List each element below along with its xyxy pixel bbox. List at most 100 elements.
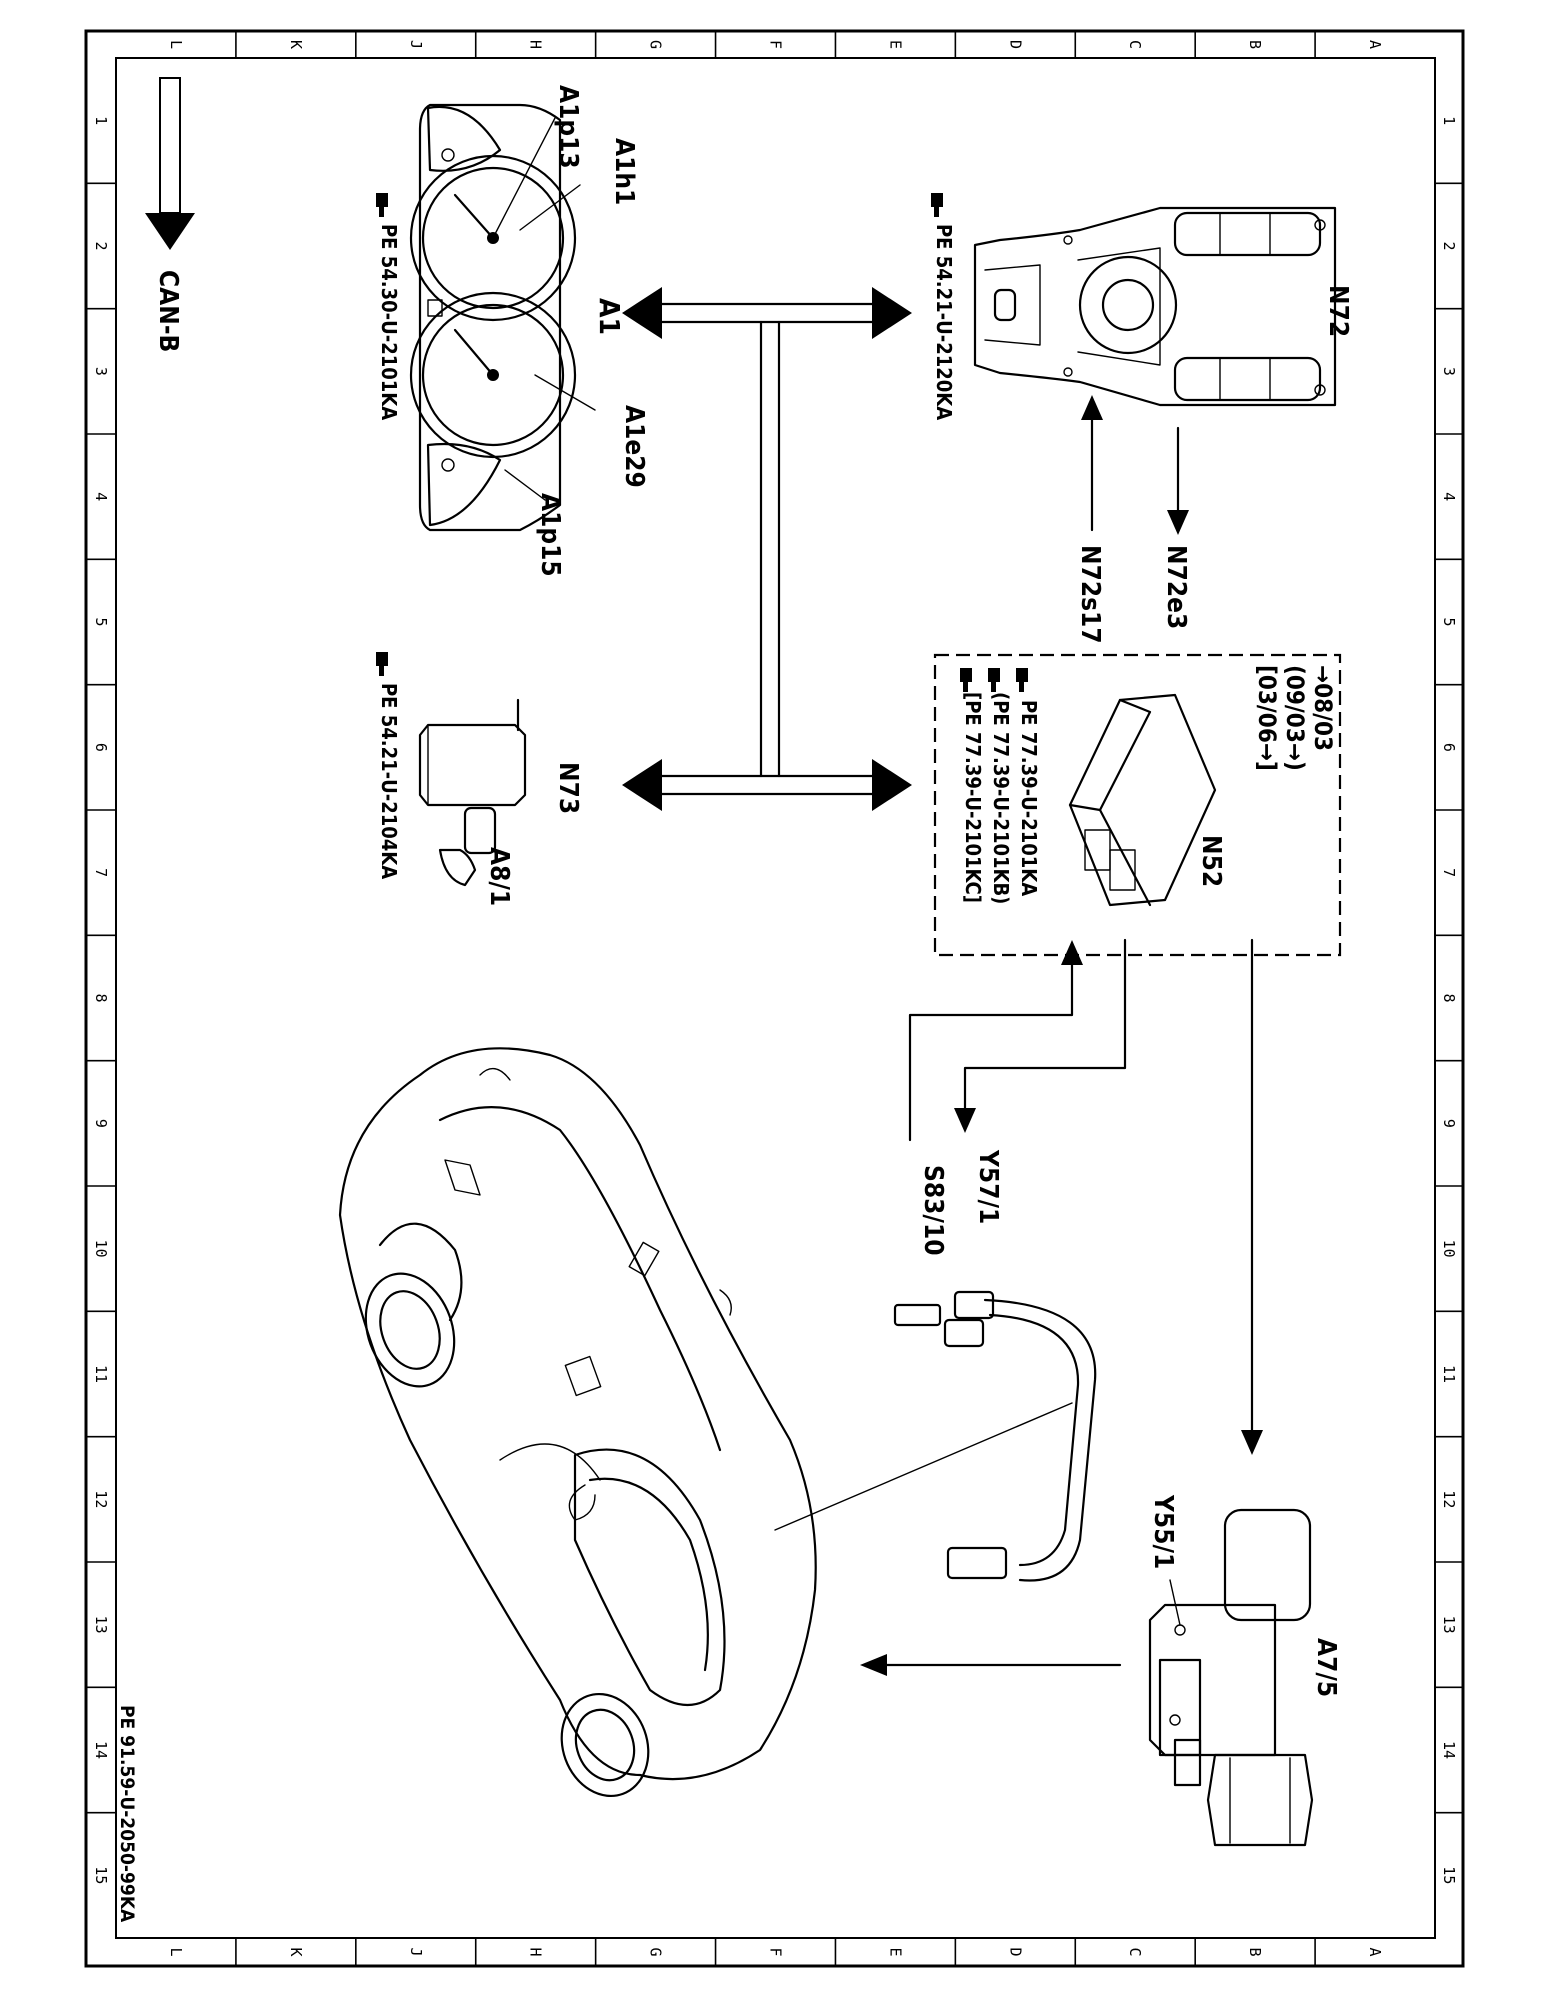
grid-number-right: 8: [1440, 993, 1458, 1002]
grid-number-right: 15: [1440, 1866, 1458, 1884]
hydraulic-hose-icon: [774, 1290, 1097, 1582]
grid-letter-bottom: C: [1126, 1947, 1144, 1956]
label-n72e3: N72e3: [1161, 545, 1191, 629]
grid-number-right: 13: [1440, 1616, 1458, 1634]
grid-number-right: 10: [1440, 1240, 1458, 1258]
grid-letter-bottom: G: [647, 1947, 665, 1956]
label-n73: N73: [553, 762, 583, 814]
grid-number-left: 4: [92, 492, 110, 501]
grid-number-right: 14: [1440, 1741, 1458, 1759]
grid-number-left: 5: [92, 617, 110, 626]
grid-letter-top: E: [886, 40, 904, 49]
hand-pointer-icon: [1016, 668, 1028, 692]
instrument-cluster-icon: [409, 103, 596, 532]
grid-number-left: 2: [92, 241, 110, 250]
grid-number-left: 11: [92, 1365, 110, 1383]
grid-letter-bottom: D: [1006, 1947, 1024, 1956]
signal-arrows-n72: [1081, 395, 1189, 535]
grid-letter-top: G: [647, 40, 665, 49]
grid-number-right: 5: [1440, 617, 1458, 626]
label-a1e29: A1e29: [619, 405, 649, 488]
grid-number-left: 12: [92, 1490, 110, 1508]
ignition-switch-icon: [418, 698, 527, 887]
grid-number-right: 7: [1440, 868, 1458, 877]
reference-n52-text-3: [PE 77.39-U-2101KC]: [961, 692, 985, 903]
outer-frame: [84, 29, 1465, 1968]
can-b-legend: CAN-B: [145, 77, 195, 352]
control-unit-icon: [1068, 693, 1217, 907]
grid-number-right: 2: [1440, 241, 1458, 250]
n52-version-1: →08/03: [1309, 665, 1337, 751]
label-s83-10: S83/10: [918, 1165, 948, 1256]
label-a1h1: A1h1: [609, 138, 639, 205]
can-b-label: CAN-B: [153, 270, 183, 352]
reference-a1-text: PE 54.30-U-2101KA: [377, 224, 401, 420]
grid-letter-bottom: B: [1246, 1947, 1264, 1956]
hand-pointer-icon: [376, 193, 388, 217]
hand-pointer-icon: [376, 652, 388, 676]
grid-letter-bottom: J: [407, 1947, 425, 1956]
label-a7-5: A7/5: [1311, 1638, 1341, 1697]
grid-letter-top: D: [1006, 40, 1024, 49]
inner-frame: [115, 57, 1436, 1939]
hand-pointer-icon: [988, 668, 1000, 692]
grid-number-left: 6: [92, 743, 110, 752]
grid-number-left: 3: [92, 367, 110, 376]
grid-letter-top: B: [1246, 40, 1264, 49]
label-y57-1: Y57/1: [973, 1149, 1003, 1224]
grid-letter-bottom: E: [886, 1947, 904, 1956]
overhead-control-panel-icon: [973, 206, 1337, 407]
label-n52: N52: [1196, 835, 1226, 887]
reference-n73: PE 54.21-U-2104KA: [376, 652, 401, 879]
hand-pointer-icon: [960, 668, 972, 692]
grid-number-left: 7: [92, 868, 110, 877]
hydraulic-unit-icon: [1148, 1508, 1314, 1847]
n52-version-3: [03/06→]: [1253, 665, 1281, 771]
grid-number-left: 9: [92, 1119, 110, 1128]
doc-id-label: PE 91.59-U-2050-99KA: [116, 1705, 138, 1923]
grid-letter-top: A: [1366, 40, 1384, 49]
grid-letter-bottom: A: [1366, 1947, 1384, 1956]
reference-n52: PE 77.39-U-2101KA (PE 77.39-U-2101KB) [P…: [960, 668, 1041, 904]
label-y55-1: Y55/1: [1148, 1494, 1178, 1569]
grid-letter-bottom: F: [767, 1947, 785, 1956]
grid-letter-top: J: [407, 40, 425, 49]
grid-number-right: 9: [1440, 1119, 1458, 1128]
reference-n52-text-2: (PE 77.39-U-2101KB): [989, 692, 1013, 904]
can-bus-connection: [622, 287, 912, 811]
grid-letter-top: F: [767, 40, 785, 49]
grid-number-right: 6: [1440, 743, 1458, 752]
label-a1p13: A1p13: [553, 85, 583, 169]
grid-letter-top: H: [527, 40, 545, 49]
grid-letter-bottom: H: [527, 1947, 545, 1956]
label-a1: A1: [593, 298, 626, 335]
grid-number-right: 12: [1440, 1490, 1458, 1508]
grid-number-right: 11: [1440, 1365, 1458, 1383]
grid-number-left: 8: [92, 993, 110, 1002]
n52-version-2: (09/03→): [1281, 665, 1309, 771]
reference-n52-text-1: PE 77.39-U-2101KA: [1017, 700, 1041, 896]
grid-number-right: 3: [1440, 367, 1458, 376]
reference-n72: PE 54.21-U-2120KA: [931, 193, 956, 420]
reference-n73-text: PE 54.21-U-2104KA: [377, 683, 401, 879]
reference-n72-text: PE 54.21-U-2120KA: [932, 224, 956, 420]
reference-a1: PE 54.30-U-2101KA: [376, 193, 401, 420]
label-n72: N72: [1323, 285, 1353, 337]
grid-number-left: 15: [92, 1866, 110, 1884]
n52-dashed-box: [933, 653, 1342, 957]
grid-letter-bottom: K: [287, 1947, 305, 1956]
signal-lines-n52: [860, 938, 1263, 1676]
grid-number-left: 10: [92, 1240, 110, 1258]
hand-pointer-icon: [931, 193, 943, 217]
grid-letter-top: L: [167, 40, 185, 49]
grid-letter-bottom: L: [167, 1947, 185, 1956]
grid-letter-top: C: [1126, 40, 1144, 49]
label-a1p15: A1p15: [535, 493, 565, 577]
label-n72s17: N72s17: [1075, 545, 1105, 644]
grid-number-left: 14: [92, 1741, 110, 1759]
car-convertible-icon: [338, 1047, 817, 1798]
grid-number-right: 4: [1440, 492, 1458, 501]
